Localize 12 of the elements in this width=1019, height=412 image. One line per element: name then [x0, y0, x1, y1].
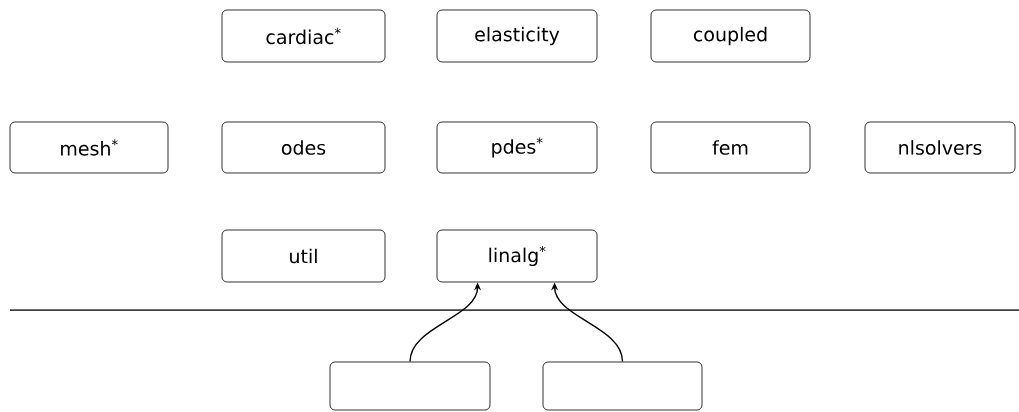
module-box: mesh$^{*}$ — [9, 121, 169, 174]
module-box: coupled — [650, 9, 811, 63]
module-box — [542, 361, 703, 411]
module-box: util — [221, 229, 386, 283]
module-box: elasticity — [436, 9, 598, 63]
module-box — [329, 361, 491, 411]
module-box: linalg$^{*}$ — [436, 229, 598, 283]
module-box: cardiac$^{*}$ — [221, 9, 386, 63]
module-box: odes — [221, 121, 386, 174]
module-box: fem — [650, 121, 811, 174]
module-box: pdes$^{*}$ — [436, 121, 598, 174]
module-box: nlsolvers — [864, 121, 1016, 174]
